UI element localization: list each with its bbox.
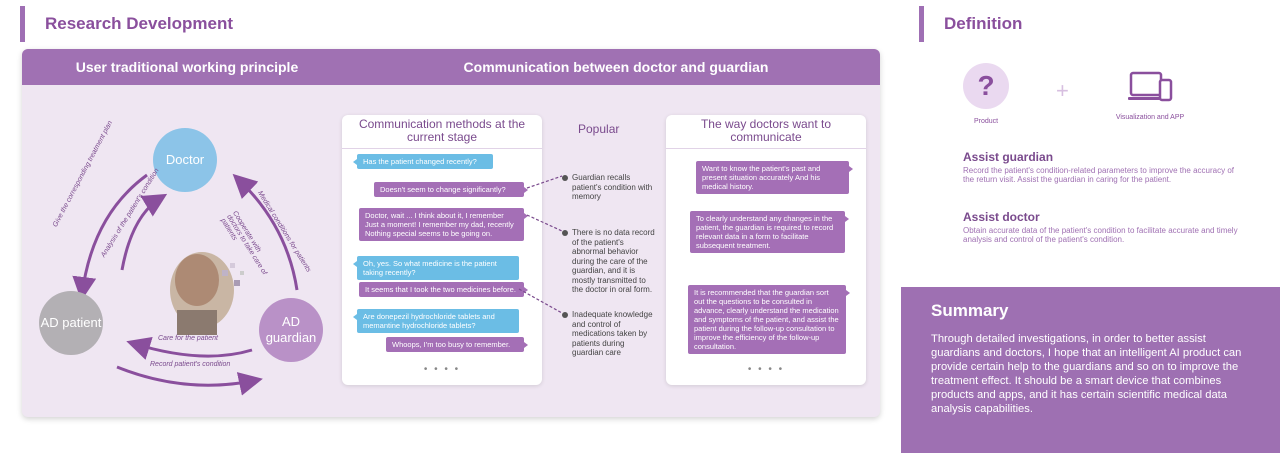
popular-item: There is no data record of the patient's… bbox=[562, 228, 657, 295]
summary-title: Summary bbox=[931, 301, 1009, 320]
methods-card: Communication methods at the current sta… bbox=[342, 115, 542, 385]
summary-body: Through detailed investigations, in orde… bbox=[931, 333, 1242, 415]
methods-card-title: Communication methods at the current sta… bbox=[358, 117, 526, 144]
chat-bubble-doctor-need: To clearly understand any changes in the… bbox=[690, 211, 849, 253]
doctor-node: Doctor bbox=[153, 128, 217, 192]
summary-panel: Summary Through detailed investigations,… bbox=[901, 287, 1280, 453]
divider bbox=[666, 148, 866, 149]
patient-node: AD patient bbox=[39, 291, 103, 355]
research-development-title: Research Development bbox=[20, 6, 233, 42]
svg-text:?: ? bbox=[977, 71, 994, 101]
more-dots: • • • • bbox=[747, 364, 785, 375]
assist-guardian-text: Record the patient's condition-related p… bbox=[963, 166, 1234, 184]
more-dots: • • • • bbox=[423, 364, 461, 375]
arrow-patient-to-doctor bbox=[120, 193, 168, 271]
chat-bubble-doctor: Are donepezil hydrochloride tablets and … bbox=[353, 309, 519, 333]
panel-header: User traditional working principle Commu… bbox=[22, 49, 880, 85]
divider bbox=[342, 148, 542, 149]
arrow-guardian-to-doctor bbox=[232, 173, 299, 291]
label-record: Record patient's condition bbox=[150, 361, 231, 368]
communication-heading: Communication between doctor and guardia… bbox=[463, 59, 769, 75]
chat-bubble-guardian: Doesn't seem to change significantly? bbox=[374, 182, 528, 197]
assist-doctor-title: Assist doctor bbox=[963, 210, 1040, 224]
plus-icon: + bbox=[1056, 78, 1069, 103]
chat-bubble-doctor: Oh, yes. So what medicine is the patient… bbox=[353, 256, 519, 280]
laptop-phone-icon bbox=[1127, 70, 1175, 111]
traditional-principle-heading: User traditional working principle bbox=[75, 59, 299, 75]
arrow-guardian-to-patient bbox=[126, 336, 253, 360]
guardian-node: AD guardian bbox=[259, 298, 323, 362]
product-label: Product bbox=[973, 118, 999, 125]
assist-doctor-text: Obtain accurate data of the patient's co… bbox=[963, 226, 1238, 244]
app-label: Visualization and APP bbox=[1115, 114, 1185, 121]
doctor-way-card-title: The way doctors want to communicate bbox=[700, 117, 832, 144]
working-principle-cycle: Doctor AD patient AD guardian Give the c… bbox=[22, 85, 342, 417]
elderly-man-illustration bbox=[170, 252, 244, 335]
popular-item: Guardian recalls patient's condition wit… bbox=[562, 173, 657, 202]
label-care: Care for the patient bbox=[158, 335, 218, 342]
definition-title: Definition bbox=[919, 6, 1022, 42]
research-panel: User traditional working principle Commu… bbox=[22, 49, 880, 417]
question-mark-icon: ? bbox=[963, 63, 1009, 109]
chat-bubble-doctor-need: It is recommended that the guardian sort… bbox=[688, 285, 850, 354]
arrow-doctor-to-patient bbox=[72, 173, 148, 301]
chat-bubble-guardian: It seems that I took the two medicines b… bbox=[359, 282, 528, 297]
chat-bubble-doctor: Has the patient changed recently? bbox=[353, 154, 493, 169]
chat-bubble-guardian: Whoops, I'm too busy to remember. bbox=[386, 337, 528, 352]
cycle-arrows bbox=[72, 173, 299, 396]
popular-heading: Popular bbox=[578, 122, 620, 136]
popular-item: Inadequate knowledge and control of medi… bbox=[562, 310, 657, 358]
doctor-way-card: The way doctors want to communicate Want… bbox=[666, 115, 866, 385]
chat-bubble-guardian: Doctor, wait ... I think about it, I rem… bbox=[359, 208, 528, 241]
assist-guardian-title: Assist guardian bbox=[963, 150, 1054, 164]
arrow-patient-to-guardian bbox=[116, 365, 263, 396]
chat-bubble-doctor-need: Want to know the patient's past and pres… bbox=[696, 161, 853, 194]
